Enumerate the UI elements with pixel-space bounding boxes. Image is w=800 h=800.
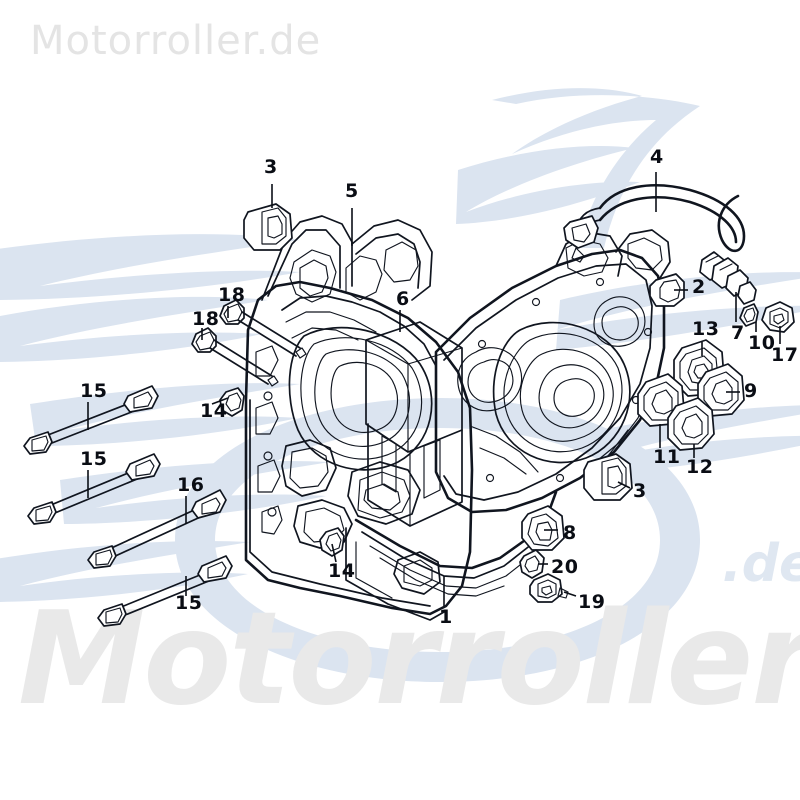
- callout-15-a: 15: [80, 380, 108, 402]
- callout-1: 1: [439, 606, 453, 628]
- callout-2: 2: [692, 276, 706, 298]
- stud-part-15-c: [97, 555, 233, 627]
- stud-part-16: [87, 489, 227, 569]
- callout-16: 16: [177, 474, 205, 496]
- callout-3-upper: 3: [264, 156, 278, 178]
- bushing-part-3-upper: [243, 203, 293, 251]
- callout-14-left: 14: [200, 400, 228, 422]
- bolt-part-19: [529, 573, 569, 603]
- dowel-pin-part-14-bottom: [319, 527, 345, 557]
- callout-6: 6: [396, 288, 410, 310]
- leader-lines: [87, 172, 781, 606]
- seal-part-8: [521, 505, 565, 551]
- bearing-part-12: [667, 397, 715, 451]
- watermark-de-text: .de: [722, 534, 800, 594]
- right-crankcase-half: [434, 229, 671, 514]
- callout-18-lower: 18: [192, 308, 220, 330]
- callout-17: 17: [771, 344, 799, 366]
- callout-20: 20: [551, 556, 579, 578]
- callout-15-b: 15: [80, 448, 108, 470]
- callout-5: 5: [345, 180, 359, 202]
- left-crankcase-half: [244, 215, 474, 616]
- callout-14-bottom: 14: [328, 560, 356, 582]
- callout-12: 12: [686, 456, 714, 478]
- washer-part-20: [519, 549, 545, 579]
- stud-part-15-b: [27, 453, 161, 525]
- callout-18-upper: 18: [218, 284, 246, 306]
- callout-15-c: 15: [175, 592, 203, 614]
- bolt-part-18-lower: [191, 327, 279, 387]
- bolt-part-18-upper: [219, 299, 307, 359]
- callout-8: 8: [563, 522, 577, 544]
- callout-13: 13: [692, 318, 720, 340]
- crankcase-centre-block: [365, 321, 463, 527]
- callout-10: 10: [748, 332, 776, 354]
- bushing-part-3-lower: [583, 453, 633, 501]
- callout-11: 11: [653, 446, 681, 468]
- callout-4: 4: [650, 146, 664, 168]
- bearing-part-9: [697, 363, 745, 417]
- stud-part-15-a: [23, 385, 159, 455]
- callout-3-lower: 3: [633, 480, 647, 502]
- watermark-top-text: Motorroller.de: [30, 18, 322, 64]
- nut-part-17: [761, 301, 795, 333]
- callout-9: 9: [744, 380, 758, 402]
- breather-hose-part-4: [563, 184, 746, 263]
- bushing-part-2: [649, 273, 685, 307]
- callout-19: 19: [578, 591, 606, 613]
- shaft-part-7: [699, 251, 757, 305]
- callout-7: 7: [731, 322, 745, 344]
